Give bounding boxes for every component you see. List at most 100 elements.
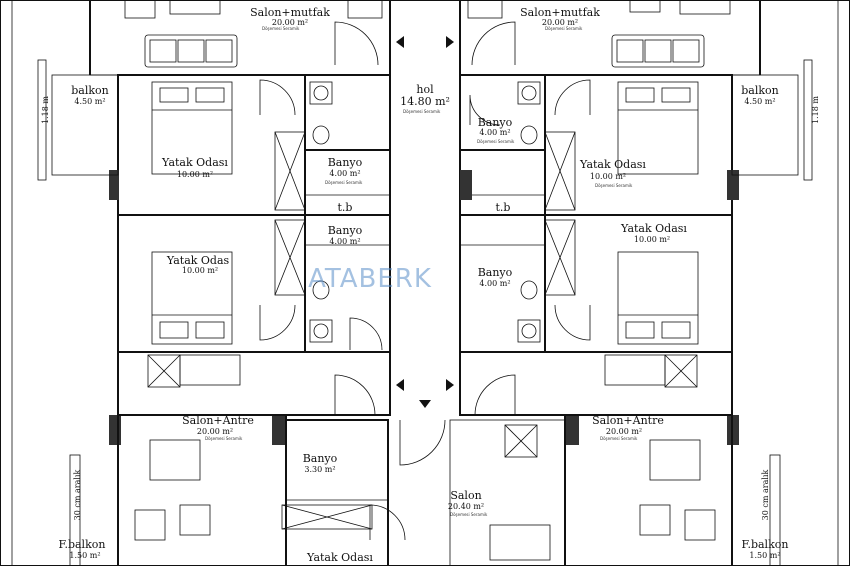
area-banyo-1: 4.00 m² xyxy=(329,169,360,178)
balcony-rail xyxy=(803,59,813,181)
label-fbalkon-right: F.balkon xyxy=(742,538,789,551)
wardrobe xyxy=(544,131,576,211)
label-tb-left: t.b xyxy=(338,201,353,214)
top-cabinet xyxy=(169,0,221,15)
arrow-marker xyxy=(446,379,454,391)
label-yatak-5: Yatak Odası xyxy=(306,551,373,564)
balcony-right xyxy=(731,74,799,176)
top-cabinet xyxy=(629,0,661,13)
stove-icon xyxy=(147,354,181,388)
area-salon-mutfak-right: 20.00 m² xyxy=(542,18,578,27)
label-salon: Salon xyxy=(450,489,481,502)
door-arc xyxy=(369,504,406,541)
door-arc xyxy=(399,419,446,466)
top-cabinet xyxy=(467,0,503,19)
label-banyo-5: Banyo xyxy=(303,452,338,465)
toilet-icon xyxy=(520,125,538,145)
stove-icon xyxy=(504,424,538,458)
top-cabinet xyxy=(347,0,383,19)
lower-bath-block xyxy=(285,419,389,566)
toilet-icon xyxy=(312,280,330,300)
label-banyo-3: Banyo xyxy=(328,224,363,237)
area-salon-mutfak-left: 20.00 m² xyxy=(272,18,308,27)
arrow-marker xyxy=(419,400,431,408)
table xyxy=(149,439,201,481)
arrow-marker xyxy=(446,36,454,48)
chair xyxy=(179,504,211,536)
area-yatak-2: 10.00 m² xyxy=(590,172,626,181)
area-banyo-2: 4.00 m² xyxy=(479,128,510,137)
sink-icon xyxy=(309,319,333,343)
label-yatak-3: Yatak Odas xyxy=(166,254,230,267)
sink-icon xyxy=(309,81,333,105)
door-arc xyxy=(554,304,591,341)
column xyxy=(460,170,472,200)
chair xyxy=(639,504,671,536)
dim-fbalkon-right: 30 cm aralık xyxy=(761,470,770,521)
right-top-block xyxy=(459,0,761,76)
lower-left-unit xyxy=(117,414,287,566)
door-arc xyxy=(334,374,376,416)
sink-icon xyxy=(517,81,541,105)
area-hol: 14.80 m² xyxy=(400,95,450,108)
toilet-icon xyxy=(520,280,538,300)
area-banyo-3: 4.00 m² xyxy=(329,237,360,246)
bed xyxy=(617,251,699,345)
area-salon: 20.40 m² xyxy=(448,502,484,511)
left-top-block xyxy=(89,0,391,76)
door-arc xyxy=(554,79,591,116)
balcony-rail xyxy=(37,59,47,181)
top-cabinet xyxy=(124,0,156,19)
lower-right-unit xyxy=(564,414,733,566)
area-yatak-1: 10.00 m² xyxy=(177,170,213,179)
label-banyo-2: Banyo xyxy=(478,116,513,129)
finish-note: Döşemesi Seramik xyxy=(595,183,633,188)
sofa-right xyxy=(611,34,705,68)
label-fbalkon-left: F.balkon xyxy=(59,538,106,551)
column xyxy=(565,415,579,445)
finish-note: Döşemesi Seramik xyxy=(600,436,638,441)
door-arc xyxy=(334,21,379,66)
column xyxy=(109,170,119,200)
wardrobe xyxy=(274,131,306,211)
area-fbalkon-left: 1.50 m² xyxy=(69,551,100,560)
column xyxy=(109,415,121,445)
finish-note: Döşemesi Seramik xyxy=(403,109,441,114)
wardrobe xyxy=(281,504,373,530)
finish-note: Döşemesi Seramik xyxy=(325,180,363,185)
label-balkon-right: balkon xyxy=(741,84,779,97)
dim-balkon-left: 1.18 m xyxy=(41,96,50,124)
finish-note: Döşemesi Seramik xyxy=(545,26,583,31)
label-yatak-4: Yatak Odası xyxy=(620,222,687,235)
area-balkon-right: 4.50 m² xyxy=(744,97,775,106)
dim-fbalkon-left: 30 cm aralık xyxy=(73,470,82,521)
bed xyxy=(617,81,699,175)
finish-note: Döşemesi Seramik xyxy=(205,436,243,441)
fbalkon-rail-left xyxy=(69,454,81,566)
column xyxy=(727,170,739,200)
counter xyxy=(604,354,666,386)
bed xyxy=(151,251,233,345)
label-yatak-2: Yatak Odası xyxy=(579,158,646,171)
finish-note: Döşemesi Seramik xyxy=(450,512,488,517)
salon-block xyxy=(449,419,566,566)
label-banyo-4: Banyo xyxy=(478,266,513,279)
wardrobe xyxy=(274,219,306,296)
arrow-marker xyxy=(396,36,404,48)
label-salon-antre-right: Salon+Antre xyxy=(592,414,664,427)
chair xyxy=(684,509,716,541)
door-arc xyxy=(259,304,296,341)
finish-note: Döşemesi Seramik xyxy=(477,139,515,144)
label-banyo-1: Banyo xyxy=(328,156,363,169)
label-salon-mutfak-left: Salon+mutfak xyxy=(250,6,330,19)
door-arc xyxy=(349,317,383,351)
watermark: ATABERK xyxy=(308,264,432,294)
counter xyxy=(179,354,241,386)
label-tb-right: t.b xyxy=(496,201,511,214)
label-yatak-1: Yatak Odası xyxy=(161,156,228,169)
top-cabinet xyxy=(679,0,731,15)
label-hol: hol xyxy=(416,83,434,96)
balcony-left xyxy=(51,74,119,176)
door-arc xyxy=(474,374,516,416)
